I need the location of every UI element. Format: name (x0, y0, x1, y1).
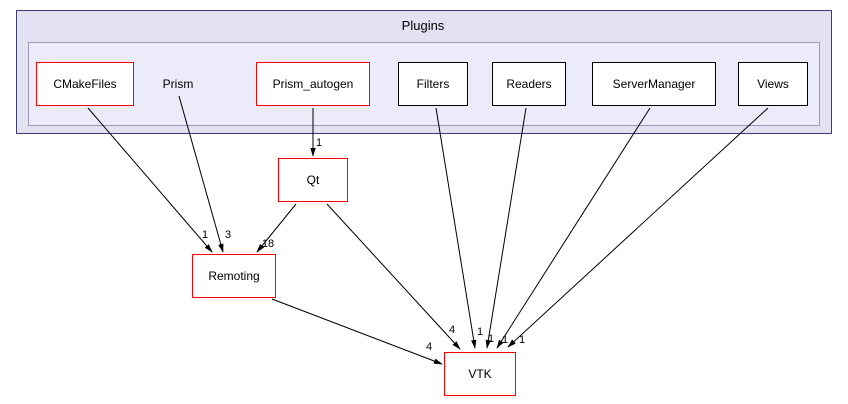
node-readers[interactable]: Readers (492, 62, 566, 106)
node-remoting[interactable]: Remoting (192, 254, 276, 298)
edge-label: 1 (202, 229, 208, 241)
edge-label: 18 (262, 238, 274, 250)
node-cmakefiles[interactable]: CMakeFiles (36, 62, 134, 106)
edge-views-vtk: 1 (507, 107, 769, 348)
node-filters[interactable]: Filters (398, 62, 468, 106)
node-qt[interactable]: Qt (278, 158, 348, 202)
edge-label: 1 (502, 334, 508, 346)
edge-label: 4 (449, 324, 455, 336)
edge-label: 1 (316, 137, 322, 149)
node-vtk[interactable]: VTK (444, 352, 516, 396)
node-views[interactable]: Views (738, 62, 808, 106)
edge-servermanager-vtk: 1 (496, 107, 651, 349)
cluster-plugins-label[interactable]: Plugins (401, 18, 445, 33)
edge-label: 1 (519, 334, 525, 346)
node-prism: Prism (162, 77, 194, 91)
node-prism-autogen[interactable]: Prism_autogen (256, 62, 370, 106)
edge-label: 1 (488, 333, 494, 345)
edge-filters-vtk: 1 (435, 107, 483, 349)
node-servermanager[interactable]: ServerManager (592, 62, 716, 106)
edge-label: 4 (426, 341, 432, 353)
edge-label: 1 (477, 326, 483, 338)
edge-qt-remoting: 18 (256, 203, 297, 253)
edge-qt-vtk: 4 (326, 203, 461, 350)
edge-label: 3 (225, 229, 231, 241)
edge-readers-vtk: 1 (485, 107, 527, 349)
edge-remoting-vtk: 4 (271, 298, 443, 365)
